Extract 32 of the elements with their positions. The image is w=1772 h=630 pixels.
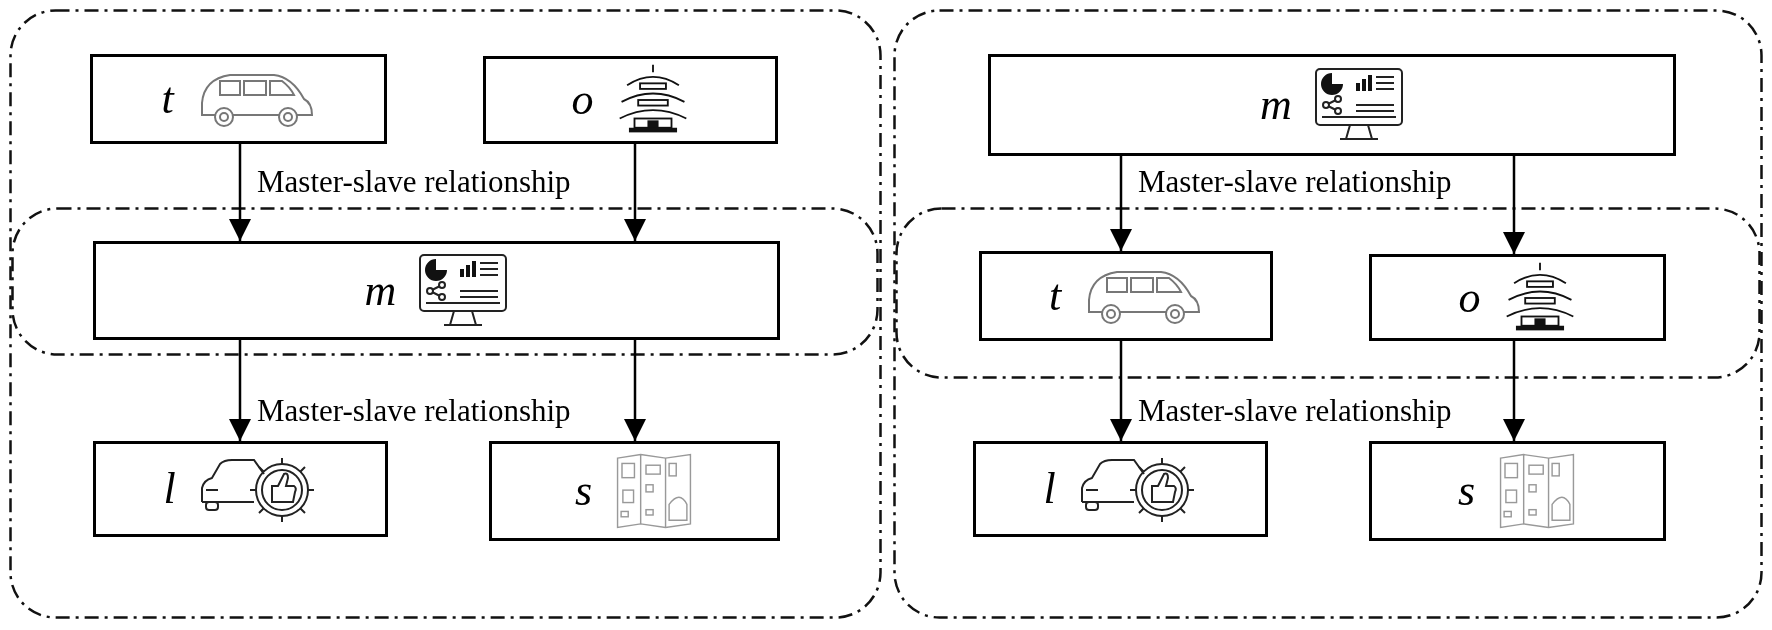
variable-label: s xyxy=(574,469,593,513)
process-box xyxy=(973,441,1268,537)
process-box xyxy=(1369,254,1666,341)
process-box xyxy=(483,56,778,144)
arrow xyxy=(229,340,251,441)
arrow xyxy=(624,144,646,241)
arrow xyxy=(1503,156,1525,254)
process-box xyxy=(93,241,780,340)
process-box xyxy=(979,251,1273,341)
variable-label: o xyxy=(571,78,594,122)
dash-dot-group-outline xyxy=(893,9,1763,619)
variable-label: t xyxy=(1048,274,1062,318)
process-box xyxy=(93,441,388,537)
dash-dot-group-outline xyxy=(9,9,882,619)
dash-dot-group-outline xyxy=(895,207,1761,379)
process-box xyxy=(90,54,387,144)
process-box xyxy=(489,441,780,541)
arrow xyxy=(1110,341,1132,441)
arrow xyxy=(229,144,251,241)
variable-label: m xyxy=(1260,83,1292,127)
arrow xyxy=(1503,341,1525,441)
variable-label: m xyxy=(364,268,397,313)
arrow xyxy=(624,340,646,441)
process-box xyxy=(988,54,1676,156)
variable-label: t xyxy=(161,77,174,121)
dash-dot-group-outline xyxy=(11,207,879,356)
variable-label: o xyxy=(1458,275,1481,320)
variable-label: s xyxy=(1457,469,1476,513)
arrow xyxy=(1110,156,1132,251)
variable-label: l xyxy=(1043,467,1056,511)
process-box xyxy=(1369,441,1666,541)
variable-label: l xyxy=(163,467,176,511)
